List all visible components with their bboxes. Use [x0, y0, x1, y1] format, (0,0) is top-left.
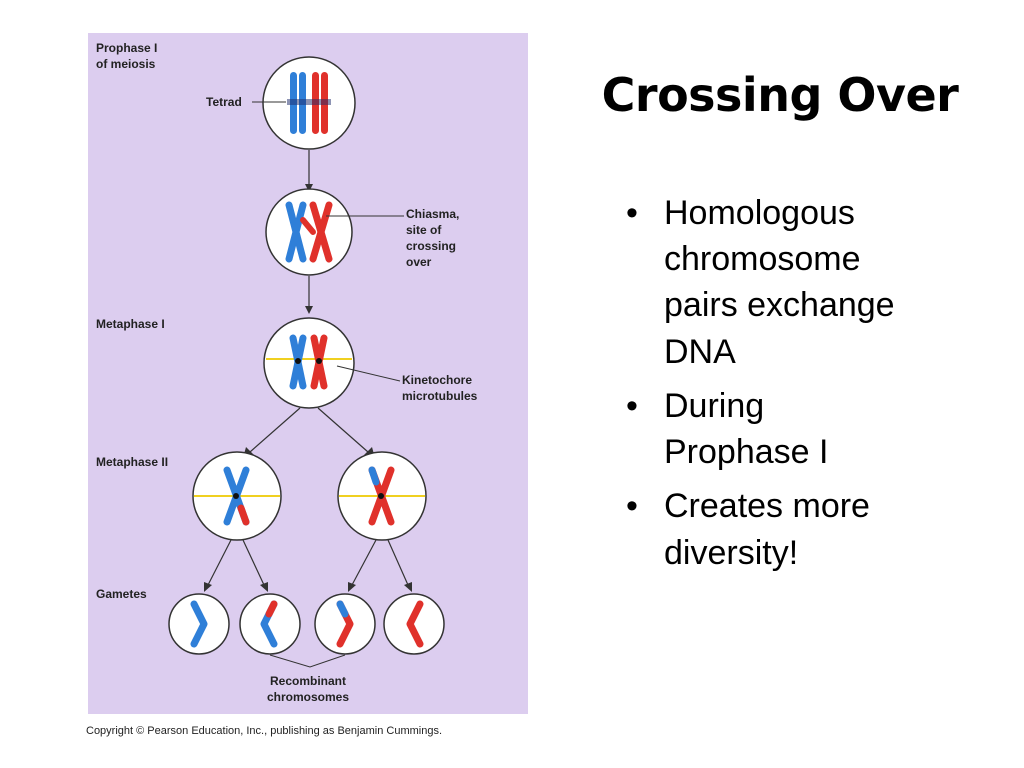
- chiasma-cell: [265, 188, 353, 276]
- metaphase-2-cell-right: [337, 451, 427, 541]
- bullet-text-line: Homologous: [664, 194, 855, 232]
- label-prophase-1-line1: Prophase I: [96, 41, 157, 55]
- label-gametes: Gametes: [96, 587, 147, 601]
- label-kinetochore-line1: Kinetochore: [402, 373, 472, 387]
- bullet-dot: •: [626, 487, 638, 526]
- label-chiasma-line2: site of: [406, 223, 442, 237]
- label-kinetochore-line2: microtubules: [402, 389, 478, 403]
- copyright-note: Copyright © Pearson Education, Inc., pub…: [86, 725, 442, 737]
- gamete-1: [168, 593, 230, 655]
- label-metaphase-2: Metaphase II: [96, 455, 168, 469]
- bullet-text-line: chromosome: [664, 240, 861, 279]
- bullet-dot: •: [626, 386, 638, 425]
- label-chiasma-line4: over: [406, 255, 432, 269]
- gamete-4: [383, 593, 445, 655]
- bullet-text-line: Prophase I: [664, 433, 829, 472]
- label-recombinant-line2: chromosomes: [267, 690, 349, 704]
- label-metaphase-1: Metaphase I: [96, 317, 165, 331]
- tetrad-cell: [262, 56, 356, 150]
- bullet-text-line: During: [664, 386, 765, 425]
- metaphase-2-cell-left: [192, 451, 282, 541]
- label-recombinant-line1: Recombinant: [270, 674, 346, 688]
- bullet-item: • Creates more diversity!: [620, 483, 1010, 575]
- gamete-2: [239, 593, 301, 655]
- bullet-text-line: Creates more: [664, 487, 870, 526]
- label-chiasma-line3: crossing: [406, 239, 456, 253]
- label-prophase-1-line2: of meiosis: [96, 57, 156, 71]
- bullet-text-line: diversity!: [664, 533, 799, 572]
- gamete-3: [314, 593, 376, 655]
- bullet-text-line: pairs exchange: [664, 286, 895, 325]
- label-chiasma-line1: Chiasma,: [406, 207, 459, 221]
- slide-title: Crossing Over: [601, 68, 959, 122]
- bullet-item: • During Prophase I: [620, 383, 1010, 475]
- bullet-item: • Homologous chromosome pairs exchange D…: [620, 190, 1010, 375]
- metaphase-1-cell: [263, 317, 355, 409]
- bullet-dot: •: [626, 194, 638, 232]
- bullet-list: • Homologous chromosome pairs exchange D…: [620, 190, 1010, 584]
- label-tetrad: Tetrad: [206, 95, 242, 109]
- bullet-text-line: DNA: [664, 332, 736, 371]
